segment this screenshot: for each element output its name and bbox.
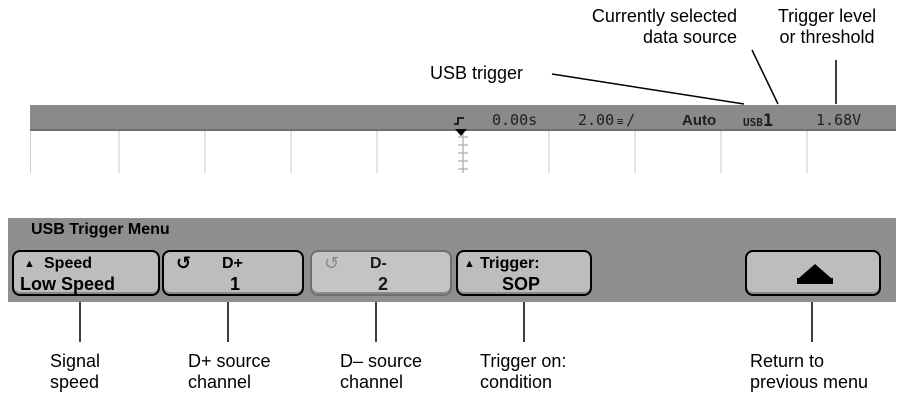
callout-trigger-level: Trigger level or threshold: [777, 6, 877, 47]
up-triangle-icon: ▲: [464, 258, 475, 270]
up-arrow-icon: [797, 264, 833, 284]
trigger-softkey-value: SOP: [502, 274, 541, 294]
time-unit-suffix: /: [626, 111, 636, 129]
dminus-softkey-value: 2: [378, 274, 389, 294]
usb-label: USB: [743, 116, 763, 129]
trigger-level-value: 1.68V: [816, 111, 862, 129]
trigger-condition-softkey[interactable]: ▲ Trigger: SOP: [456, 250, 592, 296]
callout-trigger-on: Trigger on: condition: [480, 351, 567, 392]
leader-selected-source: [751, 49, 779, 105]
up-triangle-icon: ▲: [24, 258, 35, 270]
time-unit-icon: ≡: [616, 115, 624, 128]
callout-selected-source: Currently selected data source: [591, 6, 737, 47]
source-number: 1: [762, 111, 774, 131]
time-per-division: 2.00≡/: [578, 111, 635, 129]
trigger-mode: Auto: [682, 112, 717, 129]
leader-usb-trigger: [551, 73, 745, 105]
callout-return-previous: Return to previous menu: [750, 351, 869, 392]
menu-title: USB Trigger Menu: [31, 221, 170, 238]
rotate-knob-icon: ↺: [176, 253, 192, 273]
speed-softkey-value: Low Speed: [20, 274, 116, 294]
trigger-softkey-label: Trigger:: [480, 255, 540, 272]
return-previous-menu-softkey[interactable]: [745, 250, 881, 296]
dplus-softkey[interactable]: ↺ D+ 1: [162, 250, 304, 296]
time-per-div-value: 2.00: [578, 111, 615, 129]
dminus-softkey[interactable]: ↺ D- 2: [310, 250, 452, 296]
callout-dminus-source: D– source channel: [340, 351, 423, 392]
usb-source-indicator: USB1: [743, 111, 773, 131]
dplus-softkey-value: 1: [230, 274, 241, 294]
waveform-graticule: [30, 131, 897, 173]
rotate-knob-icon: ↺: [324, 253, 340, 273]
speed-softkey[interactable]: ▲ Speed Low Speed: [12, 250, 160, 296]
dminus-softkey-label: D-: [370, 255, 387, 272]
callout-dplus-source: D+ source channel: [188, 351, 271, 392]
graticule-grid: [118, 131, 808, 173]
callout-signal-speed: Signal speed: [50, 351, 101, 392]
speed-softkey-label: Speed: [44, 255, 93, 272]
dplus-softkey-label: D+: [222, 255, 243, 272]
time-offset: 0.00s: [492, 111, 538, 129]
callout-usb-trigger: USB trigger: [430, 63, 524, 83]
